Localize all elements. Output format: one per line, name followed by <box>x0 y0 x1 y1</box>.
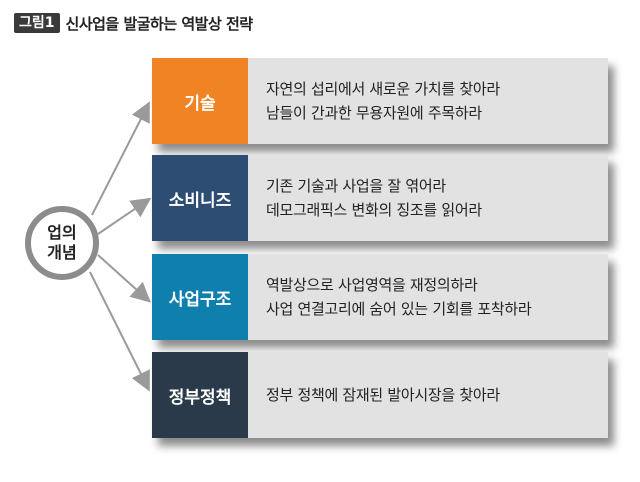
arrow-to-row-2 <box>97 197 152 235</box>
strategy-line: 역발상으로 사업영역을 재정의하라 <box>266 276 478 294</box>
arrow-to-row-1 <box>91 101 150 216</box>
hub-label-line1: 업의 <box>47 223 77 242</box>
category-box: 기술 <box>152 58 248 144</box>
category-box: 정부정책 <box>152 352 248 438</box>
category-box: 사업구조 <box>152 254 248 340</box>
category-label: 소비니즈 <box>168 190 232 211</box>
category-box: 소비니즈 <box>152 155 248 241</box>
strategy-description: 역발상으로 사업영역을 재정의하라 사업 연결고리에 숨어 있는 기회를 포착하… <box>266 254 606 340</box>
business-concept-hub: 업의 개념 <box>25 206 99 280</box>
strategy-line: 정부 정책에 잠재된 발아시장을 찾아라 <box>266 386 500 404</box>
arrow-to-row-3 <box>97 254 151 303</box>
strategy-description: 자연의 섭리에서 새로운 가치를 찾아라 남들이 간과한 무용자원에 주목하라 <box>266 58 606 144</box>
strategy-description: 기존 기술과 사업을 잘 엮어라 데모그래픽스 변화의 징조를 읽어라 <box>266 155 606 241</box>
hub-label-line2: 개념 <box>47 243 77 262</box>
figure-badge: 그림1 <box>14 13 60 33</box>
strategy-line: 사업 연결고리에 숨어 있는 기회를 포착하라 <box>266 300 532 318</box>
strategy-line: 데모그래픽스 변화의 징조를 읽어라 <box>266 201 482 219</box>
figure-header: 그림1 신사업을 발굴하는 역발상 전략 <box>14 12 253 34</box>
strategy-line: 자연의 섭리에서 새로운 가치를 찾아라 <box>266 80 500 98</box>
category-label: 사업구조 <box>168 289 232 310</box>
strategy-line: 남들이 간과한 무용자원에 주목하라 <box>266 104 482 122</box>
strategy-line: 기존 기술과 사업을 잘 엮어라 <box>266 177 446 195</box>
category-label: 정부정책 <box>168 387 232 408</box>
arrow-to-row-4 <box>89 271 150 392</box>
strategy-description: 정부 정책에 잠재된 발아시장을 찾아라 <box>266 352 606 438</box>
figure-title: 신사업을 발굴하는 역발상 전략 <box>65 14 254 33</box>
category-label: 기술 <box>184 93 216 114</box>
